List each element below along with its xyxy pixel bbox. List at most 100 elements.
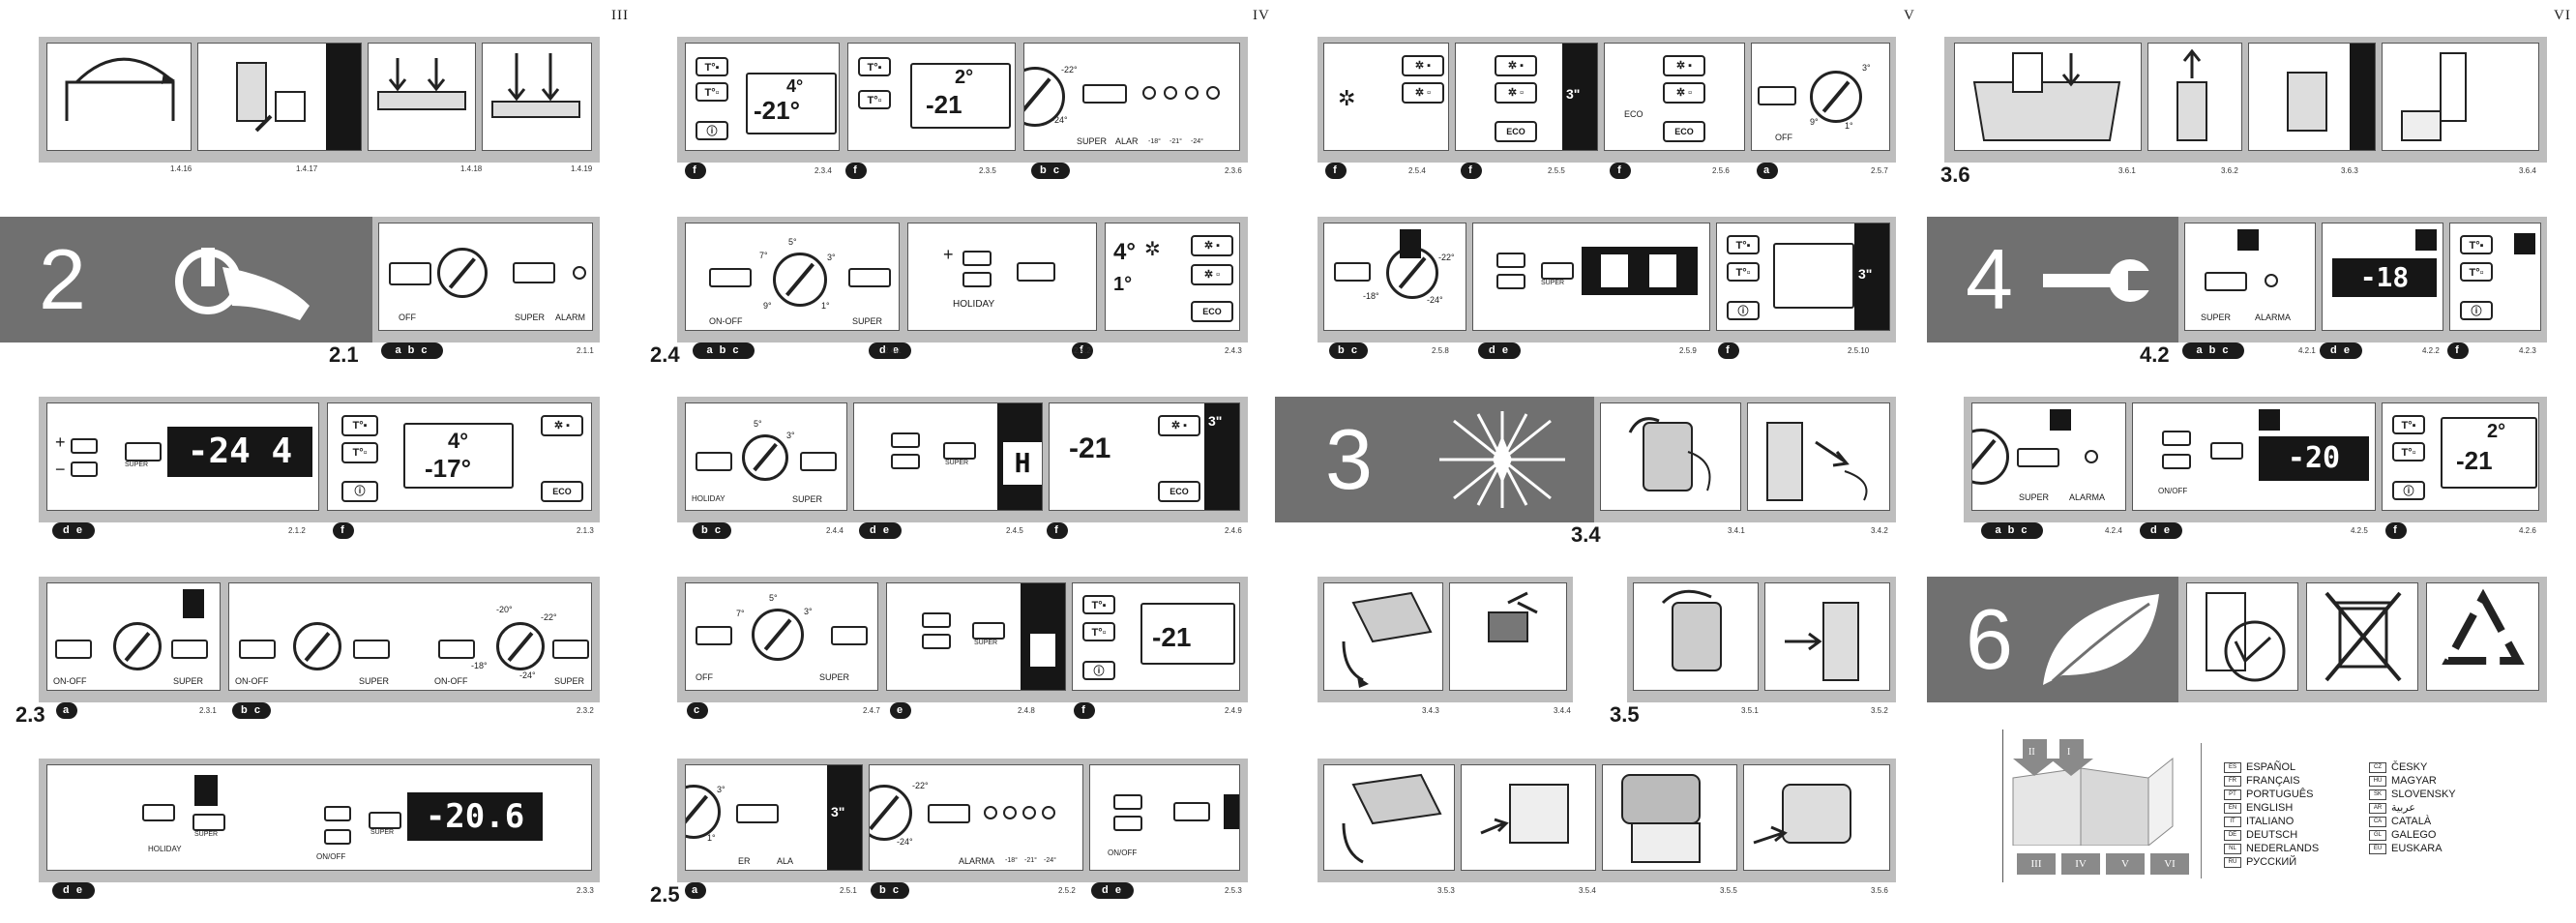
panel-number: 1.4.17 — [296, 164, 318, 173]
panel-2-5-3: ON/OFF — [1089, 764, 1240, 871]
super-button — [552, 640, 589, 659]
panel-number: 1.4.19 — [571, 164, 593, 173]
super-button — [831, 626, 868, 645]
step-tag: a — [685, 882, 706, 899]
holiday-label: HOLIDAY — [692, 494, 725, 503]
section-label: 2.3 — [15, 702, 45, 727]
super-button — [1017, 262, 1055, 282]
fridge-button: ✲ ▫ — [1402, 82, 1444, 104]
figure-row-2-5c: -22° -18° -24° SUPER T°▪ T°▫ ⓘ 3" — [1318, 217, 1896, 342]
panel-number: 2.4.4 — [826, 526, 844, 535]
panel-number: 1.4.18 — [460, 164, 483, 173]
panel-number: 3.5.2 — [1871, 706, 1888, 715]
plus-button — [922, 612, 951, 628]
panel-number: 3.5.3 — [1437, 886, 1455, 895]
panel-number: 2.4.5 — [1006, 526, 1023, 535]
service-indicator — [2237, 229, 2259, 251]
panel-4-2-1: SUPER ALARMA — [2184, 223, 2316, 331]
thermostat-knob — [742, 434, 788, 481]
filter-removal-illustration — [1628, 417, 1711, 491]
thermostat-knob — [1810, 71, 1862, 123]
temp-freezer-button: T°▫ — [1727, 262, 1760, 282]
panel-2-5-4: ✲ ▪ ✲ ▫ ✲ — [1323, 43, 1449, 151]
section-label: 3.6 — [1940, 163, 1970, 187]
holiday-button — [696, 452, 732, 471]
step-tag: b c — [871, 882, 909, 899]
temp-fridge-button: T°▪ — [2460, 235, 2493, 254]
star-burst-icon — [1439, 411, 1565, 508]
info-button: ⓘ — [2392, 481, 2425, 500]
step-tag: f — [1461, 163, 1482, 179]
alarm-label: ALARMA — [2069, 492, 2106, 502]
crossed-bin-icon — [2324, 591, 2402, 682]
super-label: SUPER — [852, 316, 883, 326]
figure-4-2b: SUPER ALARMA ON/OFF -20 T°▪ T°▫ ⓘ 2° -21 — [1964, 397, 2547, 522]
panel-3-5-1 — [1633, 582, 1759, 691]
super-button — [800, 452, 837, 471]
onoff-button — [1758, 86, 1796, 105]
booklet-page-vi: VI — [2150, 853, 2189, 875]
thermostat-knob — [437, 248, 488, 298]
temp-freezer-button: T°▫ — [696, 82, 728, 102]
minus-button — [922, 634, 951, 649]
panel-2-3-1: ON-OFF SUPER — [46, 582, 221, 691]
panel-4-2-4: SUPER ALARMA — [1971, 402, 2126, 511]
plus-button — [1113, 794, 1142, 810]
holiday-display: H — [1003, 442, 1042, 485]
super-button — [2017, 448, 2059, 467]
minus-button — [2162, 454, 2191, 469]
temp-fridge-button: T°▪ — [1082, 595, 1115, 614]
thermostat-knob — [752, 609, 804, 661]
step-tag: d e — [2140, 522, 2182, 539]
section-3-header: 3 — [1275, 397, 1594, 522]
panel-number: 2.5.4 — [1408, 166, 1426, 175]
alarm-label: ALARM — [555, 313, 586, 322]
panel-2-5-2: -22° -24° ALARMA -18° -21° -24° — [869, 764, 1083, 871]
panel-number: 2.4.2 — [1074, 346, 1091, 355]
super-label: ER — [738, 856, 751, 866]
super-label: SUPER — [1077, 136, 1108, 146]
plus-button — [962, 251, 992, 266]
panel-2-4-1: 5° 7° 3° 9° 1° ON-OFF SUPER — [685, 223, 900, 331]
snowflake-button: ✲ ▪ — [1191, 235, 1233, 256]
info-button: ⓘ — [341, 481, 378, 502]
temp-fridge-button: T°▪ — [696, 57, 728, 76]
minus-button — [1496, 274, 1525, 289]
panel-weee — [2306, 582, 2418, 691]
service-indicator — [2050, 409, 2071, 431]
panel-2-4-9: T°▪ T°▫ ⓘ -21 — [1072, 582, 1240, 691]
panel-number: 4.2.1 — [2298, 346, 2316, 355]
step-tag: f — [2447, 342, 2469, 359]
page-number-vi: VI — [2554, 8, 2571, 23]
section-number: 2 — [39, 231, 86, 327]
alarm-label: ALA — [777, 856, 794, 866]
panel-3-5-6 — [1743, 764, 1890, 871]
super-button — [2210, 442, 2243, 460]
super-button — [192, 814, 225, 831]
panel-2-5-5: ✲ ▪ ✲ ▫ ECO 3" — [1455, 43, 1598, 151]
section-label: 4.2 — [2140, 342, 2170, 367]
service-indicator — [2259, 409, 2280, 431]
panel-3-5-3 — [1323, 764, 1455, 871]
holiday-label: HOLIDAY — [953, 299, 995, 310]
panel-2-5-7: 3° 9° 1° OFF — [1751, 43, 1890, 151]
panel-number: 3.5.5 — [1720, 886, 1737, 895]
freezer-display: -20 — [2259, 436, 2369, 481]
appliance-recycle-icon — [2206, 592, 2286, 682]
alarm-label: ALARMA — [959, 856, 995, 866]
booklet-tab-i: I — [2067, 747, 2071, 758]
super-button — [171, 640, 208, 659]
thermostat-knob — [113, 622, 162, 670]
panel-number: 2.3.4 — [814, 166, 832, 175]
step-tag: f — [1072, 342, 1093, 359]
onoff-button — [389, 262, 431, 285]
super-label: SUPER — [554, 676, 585, 686]
panel-number: 2.1.3 — [577, 526, 594, 535]
minus-button — [324, 829, 351, 845]
panel-2-5-8: -22° -18° -24° — [1323, 223, 1466, 331]
led-4 — [1206, 86, 1220, 100]
